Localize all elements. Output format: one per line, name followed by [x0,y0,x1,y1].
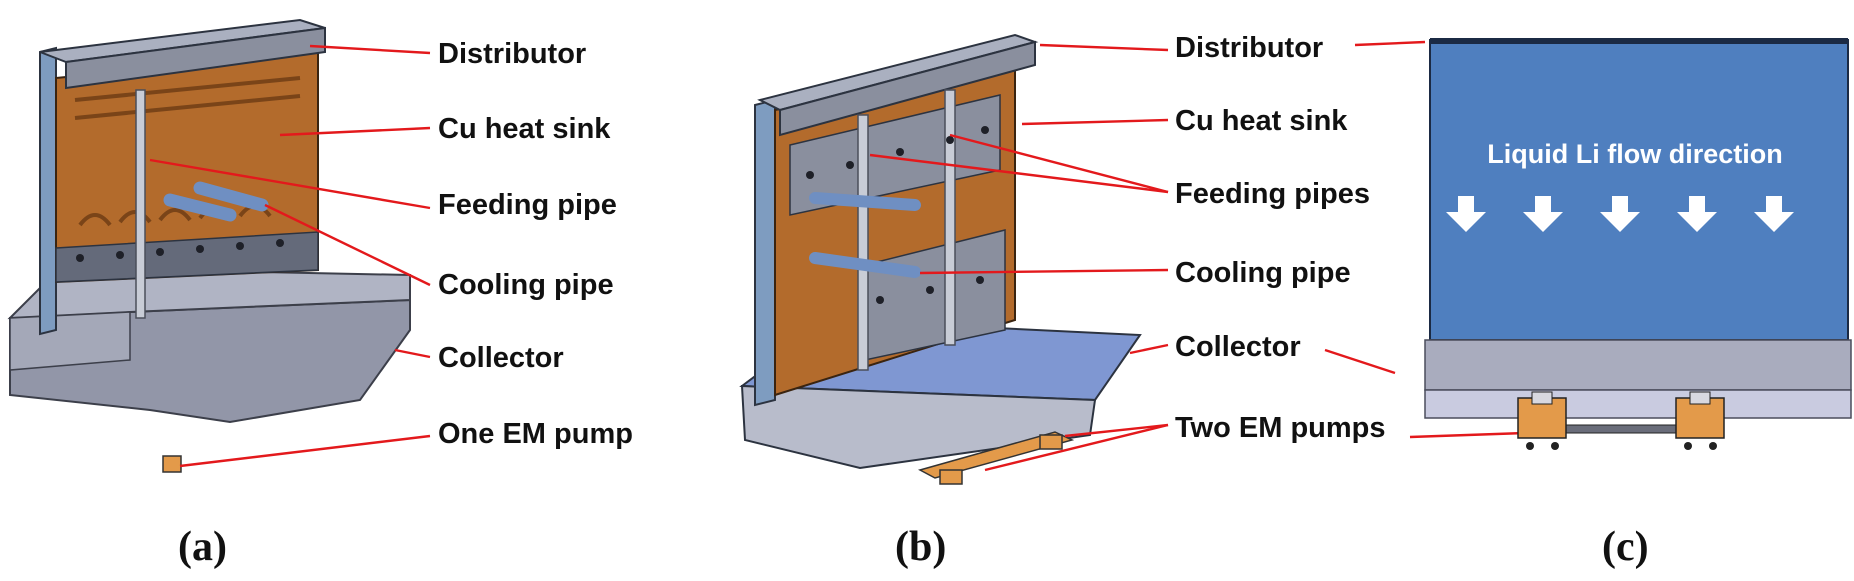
panel-c: Liquid Li flow direction (c) [1324,38,1852,570]
channels-a [74,76,301,227]
caption-b: (b) [895,524,946,570]
cooling-pipe-b1 [809,192,921,211]
collector-b-front [740,384,1097,470]
feeding-pipe-b2 [944,89,956,346]
label-b-2: Cu heat sink [1175,105,1348,137]
frame-a-left [39,46,57,336]
panel-b-leaders [869,43,1169,472]
label-a-6: One EM pump [438,418,633,450]
label-a-2: Cu heat sink [438,113,611,145]
leader-c-3 [1409,431,1526,439]
label-a-5: Collector [438,342,564,374]
label-b-6: Two EM pumps [1175,412,1386,444]
plate-top-edge [1430,38,1848,44]
cooling-pipe-a2 [193,181,269,212]
bolts-b [806,126,989,304]
cooling-pipe-a1 [163,193,237,222]
panel-b: Distributor Cu heat sink Feeding pipes C… [739,32,1386,570]
em-pumps-b [918,431,1075,485]
em-pumps-c [1517,391,1725,450]
panel-a-drawing [7,18,411,473]
panel-a-labels: Distributor Cu heat sink Feeding pipe Co… [438,38,633,450]
label-a-1: Distributor [438,38,586,70]
feeding-pipe-b1 [857,114,869,371]
label-a-3: Feeding pipe [438,189,617,221]
panel-b-labels: Distributor Cu heat sink Feeding pipes C… [1175,32,1386,444]
flow-arrows [1446,196,1794,232]
flow-arrow-4 [1677,196,1717,232]
band-a [55,231,319,283]
collector-a-front [9,311,131,371]
flow-arrow-5 [1754,196,1794,232]
label-b-3: Feeding pipes [1175,178,1370,210]
label-b-1: Distributor [1175,32,1323,64]
flow-arrow-1 [1446,196,1486,232]
panel-a: Distributor Cu heat sink Feeding pipe Co… [7,18,633,570]
caption-c: (c) [1602,524,1649,570]
panel-b-drawing [739,33,1142,485]
label-b-4: Cooling pipe [1175,257,1351,289]
label-b-5: Collector [1175,331,1301,363]
bolts-a [76,239,284,262]
caption-a: (a) [178,524,227,570]
cooling-pipe-b2 [809,252,921,278]
distributor-a-front [65,26,326,90]
leader-c-2 [1324,348,1396,375]
label-a-4: Cooling pipe [438,269,614,301]
collector-c-lower [1424,389,1852,419]
flow-arrow-3 [1600,196,1640,232]
feeding-pipe-a [135,89,146,319]
distributor-b-front [779,40,1036,137]
frame-b-left [754,98,776,407]
leader-c-1 [1354,40,1426,47]
flow-direction-text: Liquid Li flow direction [1487,139,1782,169]
flow-arrow-2 [1523,196,1563,232]
collector-c [1424,339,1852,391]
flow-plate [1429,39,1849,341]
panel-a-leaders [149,44,431,468]
em-pump-a [162,455,182,473]
